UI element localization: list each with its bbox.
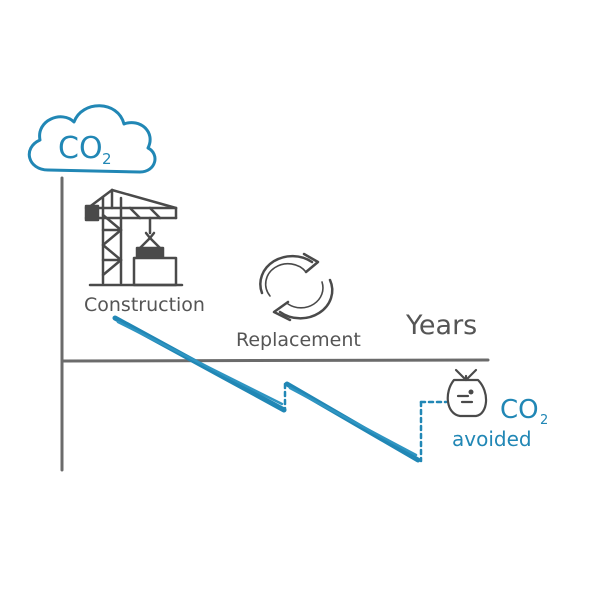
emission-curve bbox=[112, 315, 421, 463]
replacement-label: Replacement bbox=[236, 329, 361, 351]
co2-top-subscript: 2 bbox=[102, 150, 112, 168]
co2-avoided-step bbox=[419, 400, 448, 463]
years-axis-label: Years bbox=[405, 310, 477, 341]
construction-crane-icon bbox=[84, 188, 184, 287]
x-axis bbox=[60, 358, 490, 363]
co2-right-subscript: 2 bbox=[540, 413, 548, 428]
co2-top-label: CO bbox=[58, 131, 103, 166]
co2-cloud-icon bbox=[27, 104, 157, 174]
co2-right-label: CO bbox=[500, 395, 539, 425]
recycle-arrows-icon bbox=[259, 252, 334, 322]
avoided-label: avoided bbox=[452, 427, 532, 451]
construction-label: Construction bbox=[84, 294, 205, 316]
garbage-bag-icon bbox=[446, 368, 488, 418]
